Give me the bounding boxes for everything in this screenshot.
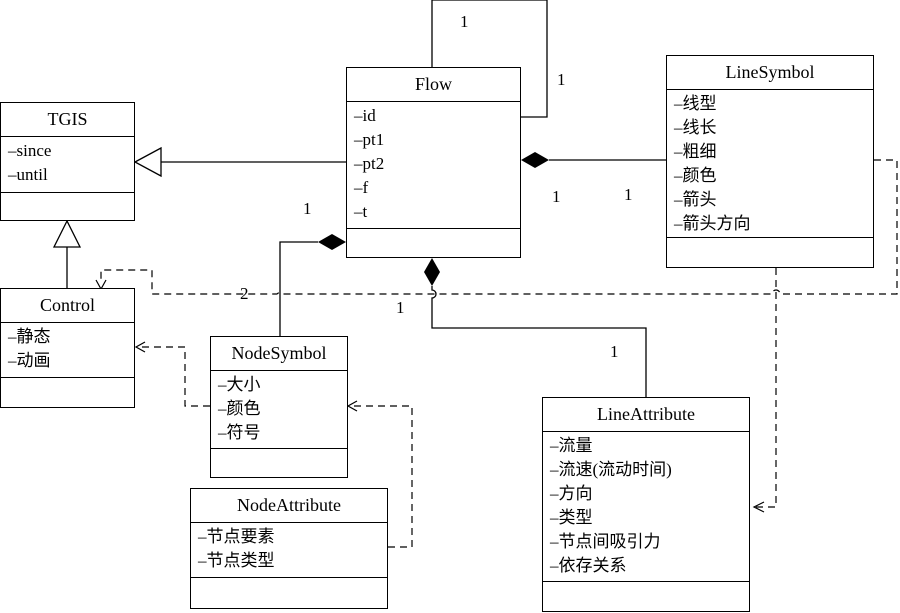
- class-nodesymbol: NodeSymbol –大小 –颜色 –符号: [210, 336, 348, 478]
- nodeattribute-nodesymbol-dependency-line: [351, 405, 413, 548]
- linesymbol-lineattribute-dependency-arrowhead: [752, 501, 765, 513]
- class-tgis-name: TGIS: [1, 103, 134, 137]
- nodeattribute-nodesymbol-dependency-arrowhead: [346, 400, 358, 412]
- class-tgis-attributes: –since –until: [1, 137, 134, 193]
- multiplicity-label: 2: [240, 284, 249, 303]
- linesymbol-control-dependency-line: [100, 159, 898, 295]
- class-attribute: –颜色: [218, 399, 261, 418]
- flow-self-association: [431, 0, 548, 118]
- class-attribute: –箭头方向: [674, 214, 751, 233]
- class-attribute: –节点类型: [198, 551, 275, 570]
- class-attribute: –id: [354, 106, 376, 125]
- class-attribute: –节点要素: [198, 527, 275, 546]
- class-attribute: –since: [8, 141, 52, 160]
- multiplicity-label: 1: [552, 187, 561, 206]
- class-nodeattribute-attributes: –节点要素 –节点类型: [191, 523, 387, 578]
- flow-linesymbol-composition-diamond: [521, 152, 549, 168]
- class-lineattribute-attributes: –流量 –流速(流动时间) –方向 –类型 –节点间吸引力 –依存关系: [543, 432, 749, 582]
- class-linesymbol: LineSymbol –线型 –线长 –粗细 –颜色 –箭头 –箭头方向: [666, 55, 874, 268]
- class-attribute: –pt2: [354, 154, 385, 173]
- control-tgis-generalization-arrowhead: [52, 219, 82, 248]
- class-nodeattribute-name: NodeAttribute: [191, 489, 387, 523]
- class-attribute: –f: [354, 178, 369, 197]
- nodesymbol-control-dependency-line: [139, 346, 210, 407]
- class-attribute: –线型: [674, 94, 717, 113]
- multiplicity-label: 1: [396, 298, 405, 317]
- class-tgis: TGIS –since –until: [0, 102, 135, 221]
- flow-lineattribute-composition-diamond: [424, 258, 440, 286]
- flow-lineattribute-composition-line: [431, 286, 647, 397]
- flow-nodesymbol-composition-line: [279, 241, 318, 336]
- class-attribute: –颜色: [674, 166, 717, 185]
- multiplicity-label: 1: [557, 70, 566, 89]
- class-attribute: –动画: [8, 351, 51, 370]
- class-lineattribute-name: LineAttribute: [543, 398, 749, 432]
- multiplicity-label: 1: [610, 342, 619, 361]
- class-linesymbol-attributes: –线型 –线长 –粗细 –颜色 –箭头 –箭头方向: [667, 90, 873, 238]
- class-attribute: –箭头: [674, 190, 717, 209]
- class-nodesymbol-name: NodeSymbol: [211, 337, 347, 371]
- class-attribute: –方向: [550, 484, 593, 503]
- class-flow-attributes: –id –pt1 –pt2 –f –t: [347, 102, 520, 229]
- class-nodeattribute: NodeAttribute –节点要素 –节点类型: [190, 488, 388, 609]
- class-flow: Flow –id –pt1 –pt2 –f –t: [346, 67, 521, 258]
- class-control-name: Control: [1, 289, 134, 323]
- linesymbol-lineattribute-dependency-line: [756, 268, 777, 508]
- class-attribute: –静态: [8, 327, 51, 346]
- multiplicity-label: 1: [624, 185, 633, 204]
- class-attribute: –节点间吸引力: [550, 532, 661, 551]
- class-attribute: –粗细: [674, 142, 717, 161]
- flow-nodesymbol-composition-diamond: [318, 234, 346, 250]
- class-attribute: –流速(流动时间): [550, 460, 672, 479]
- class-attribute: –线长: [674, 118, 717, 137]
- multiplicity-label: 1: [460, 12, 469, 31]
- class-lineattribute: LineAttribute –流量 –流速(流动时间) –方向 –类型 –节点间…: [542, 397, 750, 612]
- nodesymbol-control-dependency-arrowhead: [134, 341, 146, 353]
- class-attribute: –t: [354, 202, 368, 221]
- class-control: Control –静态 –动画: [0, 288, 135, 408]
- class-attribute: –until: [8, 165, 48, 184]
- flow-tgis-generalization-arrowhead: [133, 146, 162, 178]
- multiplicity-label: 1: [303, 199, 312, 218]
- class-nodesymbol-attributes: –大小 –颜色 –符号: [211, 371, 347, 449]
- class-attribute: –依存关系: [550, 556, 627, 575]
- class-control-attributes: –静态 –动画: [1, 323, 134, 378]
- class-attribute: –流量: [550, 436, 593, 455]
- class-linesymbol-name: LineSymbol: [667, 56, 873, 90]
- class-flow-name: Flow: [347, 68, 520, 102]
- class-attribute: –类型: [550, 508, 593, 527]
- class-attribute: –大小: [218, 375, 261, 394]
- class-attribute: –pt1: [354, 130, 385, 149]
- class-attribute: –符号: [218, 423, 261, 442]
